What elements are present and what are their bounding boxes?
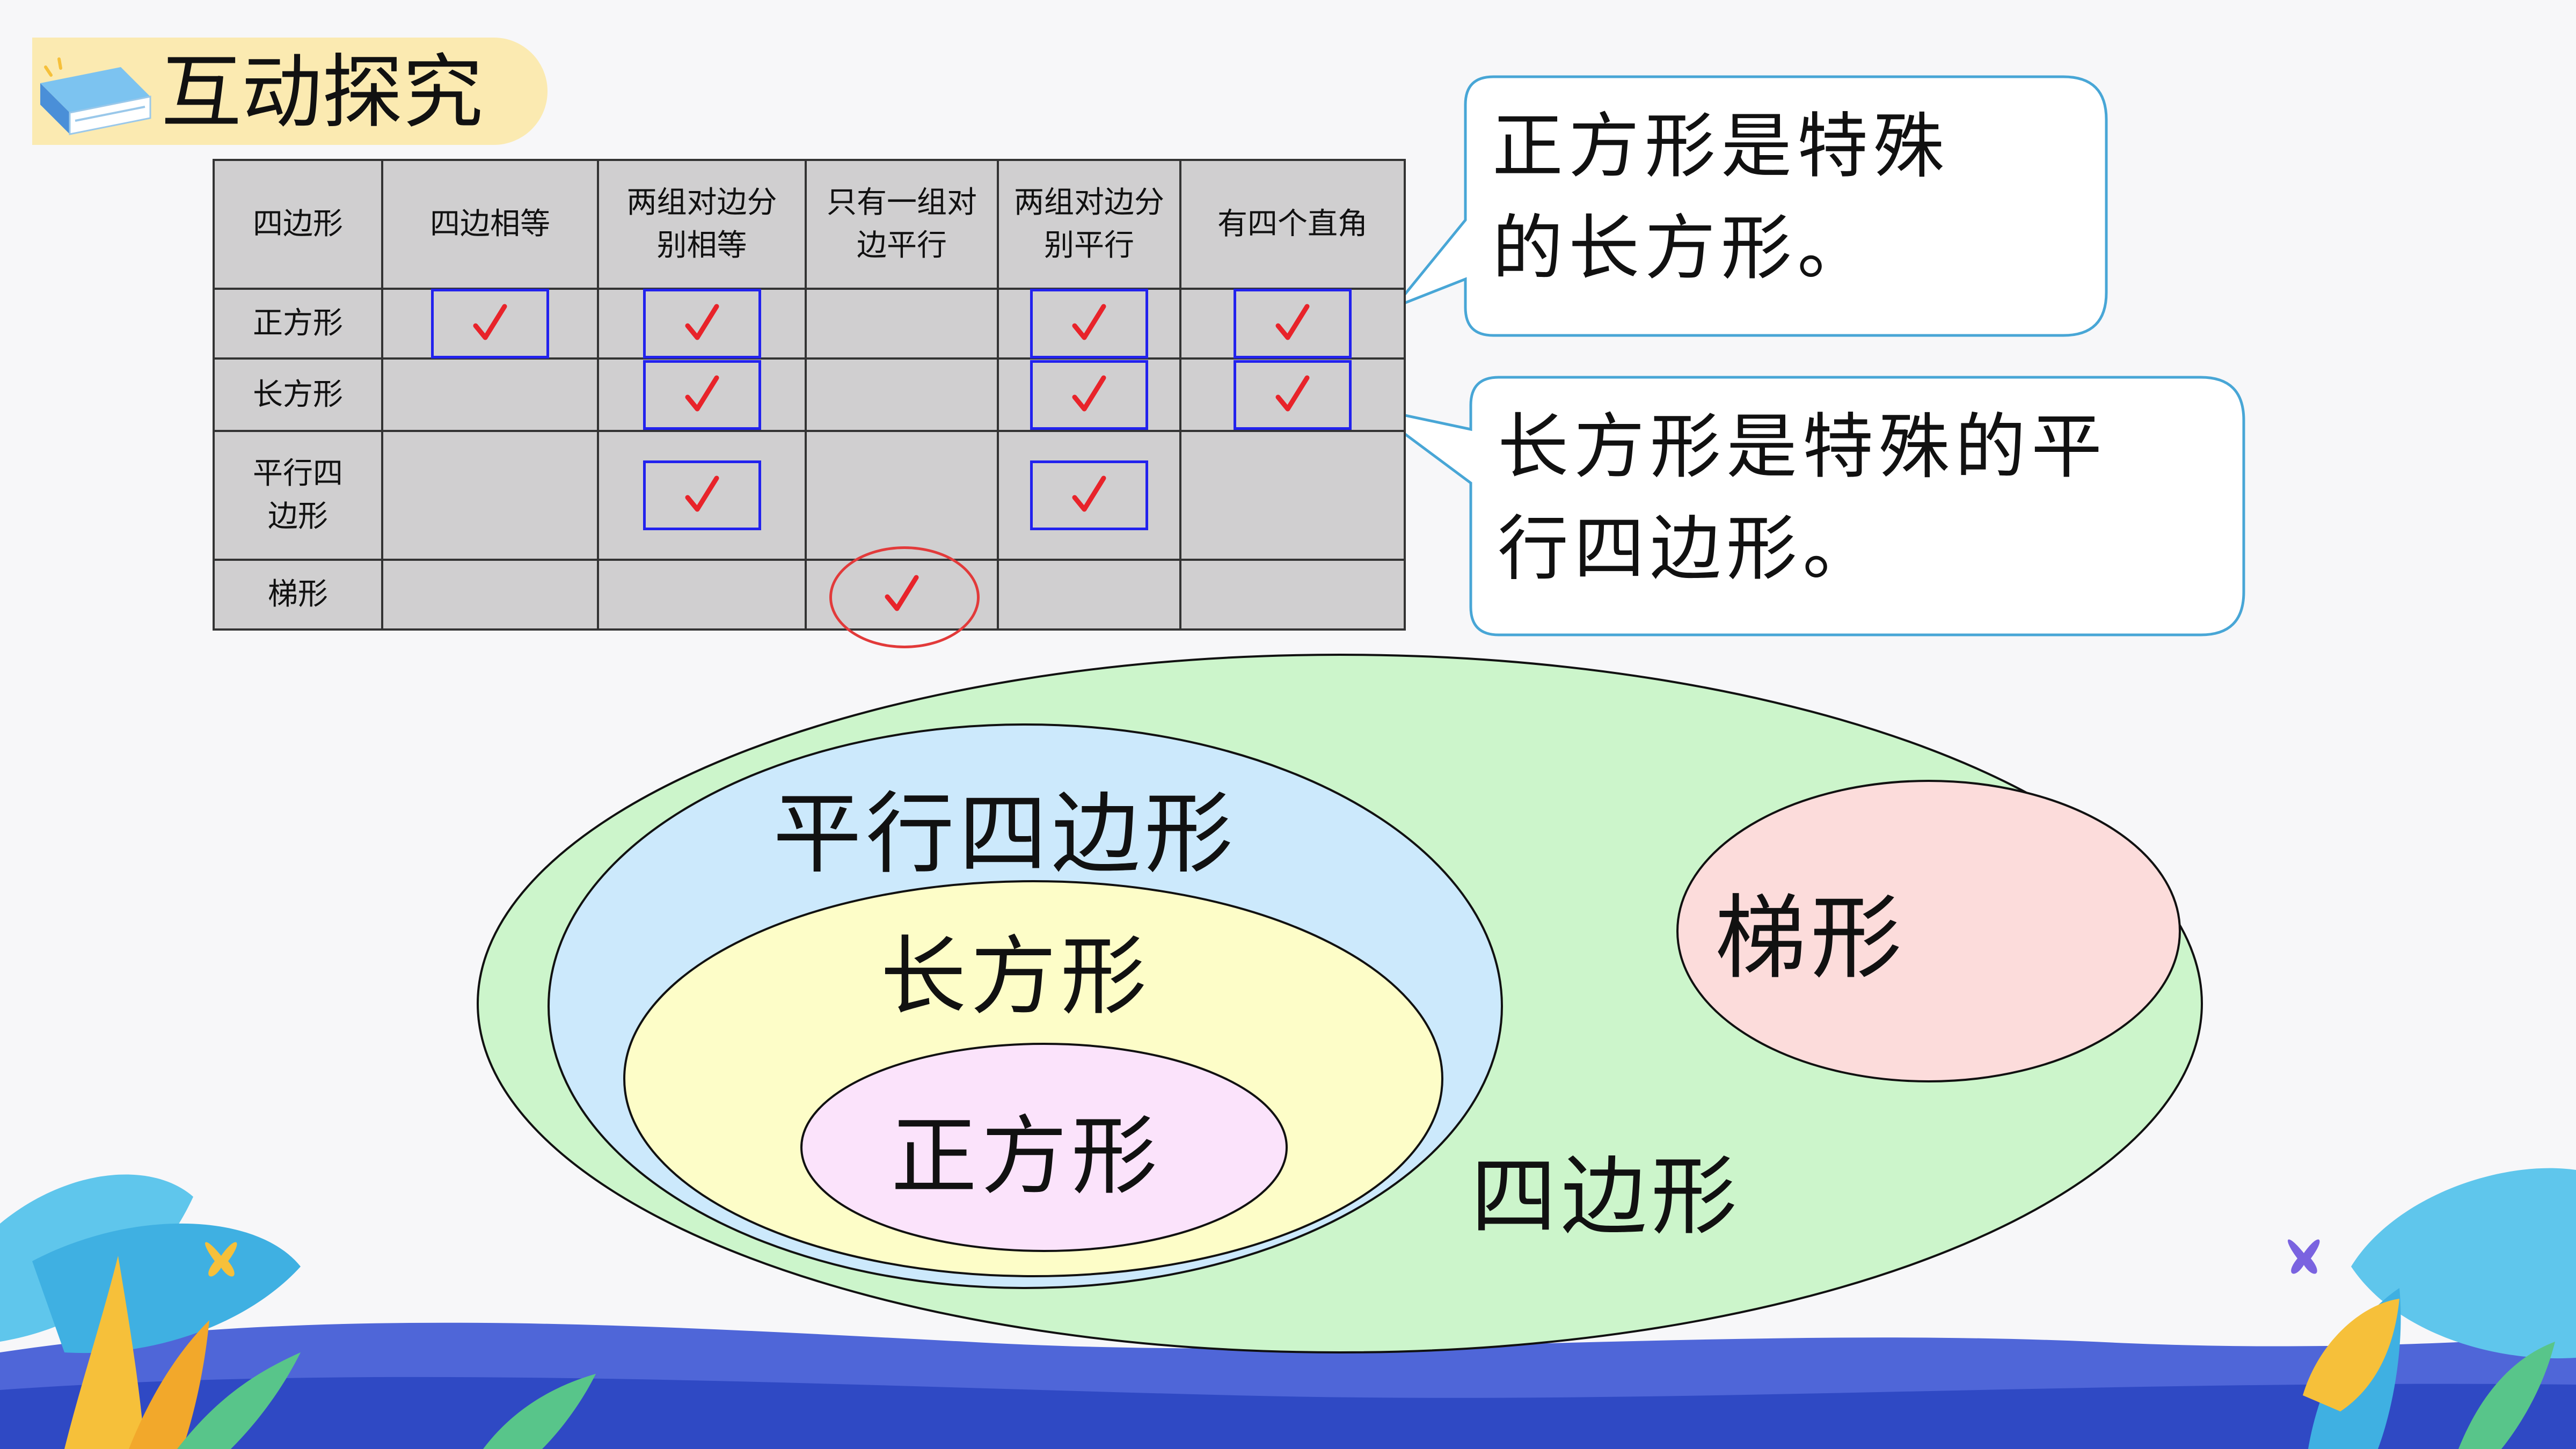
table-row: 长方形	[213, 357, 1406, 432]
table-header-cell: 有四个直角	[1179, 159, 1406, 290]
table-header-cell: 四边形	[213, 159, 383, 290]
table-header-cell: 两组对边分别相等	[597, 159, 807, 290]
highlight-circle	[829, 546, 980, 648]
page-title: 互动探究	[161, 46, 484, 140]
butterfly-icon	[2288, 1239, 2320, 1274]
table-row: 正方形	[213, 288, 1406, 360]
parallelogram-label: 平行四边形	[773, 782, 1237, 885]
table-cell	[997, 288, 1181, 360]
table-header-cell: 两组对边分别平行	[997, 159, 1181, 290]
row-name-cell: 长方形	[213, 357, 383, 432]
table-cell	[381, 559, 599, 631]
table-cell	[1179, 559, 1406, 631]
leaf-icon	[0, 1174, 596, 1449]
trapezoid-label: 梯形	[1715, 885, 1907, 992]
check-box	[1030, 460, 1148, 530]
butterfly-icon	[205, 1242, 237, 1277]
table-cell	[381, 357, 599, 432]
quadrilateral-label: 四边形	[1471, 1146, 1742, 1247]
table-header-cell: 只有一组对边平行	[805, 159, 999, 290]
check-box	[1234, 360, 1352, 430]
table-cell	[1179, 430, 1406, 561]
check-mark-icon	[473, 304, 507, 340]
check-mark-icon	[685, 375, 719, 411]
callout-text-1: 正方形是特殊 的长方形。	[1492, 105, 1950, 290]
rectangle-label: 长方形	[880, 926, 1151, 1027]
square-ellipse	[800, 1043, 1288, 1252]
properties-table: 四边形 四边相等 两组对边分别相等 只有一组对边平行 两组对边分别平行 有四个直…	[213, 159, 1406, 631]
check-box	[431, 289, 549, 358]
table-cell	[997, 430, 1181, 561]
row-name-cell: 平行四边形	[213, 430, 383, 561]
check-mark-icon	[1072, 475, 1106, 512]
table-cell	[381, 288, 599, 360]
table-cell	[805, 288, 999, 360]
check-mark-icon	[1072, 304, 1106, 340]
row-name-cell: 梯形	[213, 559, 383, 631]
check-mark-icon	[685, 475, 719, 512]
check-box	[1030, 360, 1148, 430]
table-cell	[597, 357, 807, 432]
table-cell	[997, 559, 1181, 631]
table-cell	[805, 357, 999, 432]
square-label: 正方形	[891, 1106, 1162, 1206]
table-cell	[805, 430, 999, 561]
table-cell	[1179, 357, 1406, 432]
check-mark-icon	[1275, 375, 1310, 411]
check-box	[643, 289, 761, 358]
check-box	[643, 460, 761, 530]
row-name-cell: 正方形	[213, 288, 383, 360]
check-mark-icon	[685, 304, 719, 340]
leaf-icon	[2303, 1168, 2576, 1449]
check-mark-icon	[1275, 304, 1310, 340]
table-cell	[597, 559, 807, 631]
table-header-cell: 四边相等	[381, 159, 599, 290]
trapezoid-ellipse	[1676, 780, 2181, 1082]
check-mark-icon	[1072, 375, 1106, 411]
table-header-row: 四边形 四边相等 两组对边分别相等 只有一组对边平行 两组对边分别平行 有四个直…	[213, 159, 1406, 290]
callout-bubble-1	[1390, 75, 2108, 337]
table-row: 平行四边形	[213, 430, 1406, 561]
table-cell	[597, 288, 807, 360]
table-cell	[381, 430, 599, 561]
callout-bubble-2	[1369, 376, 2245, 636]
table-cell	[1179, 288, 1406, 360]
hill-shape	[0, 1377, 2576, 1449]
check-box	[1234, 289, 1352, 358]
book-icon	[40, 57, 151, 135]
table-cell	[597, 430, 807, 561]
table-cell	[997, 357, 1181, 432]
check-box	[1030, 289, 1148, 358]
check-box	[643, 360, 761, 430]
table-row: 梯形	[213, 559, 1406, 631]
callout-text-2: 长方形是特殊的平 行四边形。	[1498, 406, 2107, 590]
